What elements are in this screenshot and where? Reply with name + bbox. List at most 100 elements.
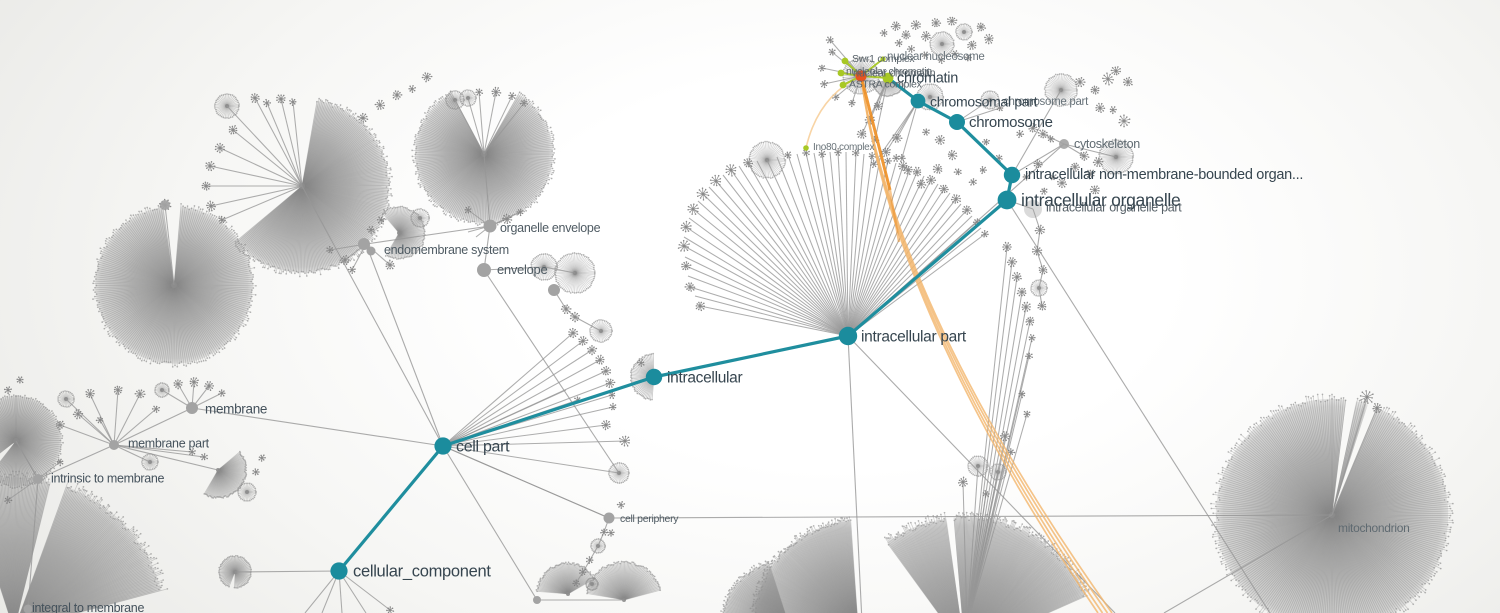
nodes-layer <box>330 56 1021 580</box>
label-cell_part[interactable]: cell part <box>456 439 510 456</box>
leaf-star <box>72 409 84 420</box>
node-cellular_component[interactable] <box>330 562 348 580</box>
label-term-cytoskeleton[interactable]: cytoskeleton <box>1074 137 1141 151</box>
graph-edge <box>442 445 538 601</box>
node-chromosome[interactable] <box>949 114 965 130</box>
leaf-star <box>188 448 196 456</box>
label-astra_complex[interactable]: ASTRA complex <box>849 79 923 91</box>
label-term-mitochondrion[interactable]: mitochondrion <box>1338 521 1410 535</box>
node-nucleosome_focus[interactable] <box>855 70 867 82</box>
node-ino80_complex[interactable] <box>803 145 809 151</box>
label-swr1_complex[interactable]: Swr1 complex <box>852 53 916 65</box>
gray-term-node[interactable] <box>366 246 376 256</box>
label-intracellular_organelle[interactable]: intracellular organelle <box>1021 190 1181 210</box>
node-nucleolar_chromatin[interactable] <box>837 69 845 77</box>
gray-term-node[interactable] <box>186 402 198 414</box>
leaf-star <box>1075 76 1086 88</box>
leaf-star <box>289 98 297 107</box>
node-chromosomal_part[interactable] <box>910 93 926 109</box>
label-term-nuclear-nucleosome[interactable]: nuclear nucleosome <box>887 51 985 63</box>
gray-term-node[interactable] <box>603 512 615 524</box>
label-term-organelle-envelope[interactable]: organelle envelope <box>500 221 601 235</box>
label-term-membrane[interactable]: membrane <box>205 402 267 417</box>
node-nuclear_nucleosome_node[interactable] <box>880 56 886 62</box>
label-intracellular[interactable]: intracellular <box>667 370 743 387</box>
gray-term-node[interactable] <box>358 238 370 250</box>
leaf-star <box>113 385 123 395</box>
gray-term-node[interactable] <box>477 263 491 277</box>
gray-term-node[interactable] <box>1024 200 1042 218</box>
leaf-star <box>902 165 913 176</box>
gray-term-node[interactable] <box>33 474 43 484</box>
leaf-star <box>600 528 608 536</box>
leaf-star <box>579 568 587 576</box>
gray-term-node[interactable] <box>548 284 560 296</box>
label-term-envelope[interactable]: envelope <box>497 262 548 277</box>
label-cellular_component[interactable]: cellular_component <box>353 563 492 581</box>
dandelion-cluster <box>929 31 956 57</box>
node-intracellular[interactable] <box>645 368 663 386</box>
leaf-star <box>1018 390 1026 399</box>
label-term-integral-to-membrane[interactable]: integral to membrane <box>32 601 145 613</box>
dandelion-cluster <box>530 253 559 281</box>
graph-edge <box>847 335 863 613</box>
label-nucleolar_chromatin[interactable]: nucleolar chromatin <box>846 66 933 78</box>
leaf-star <box>1002 241 1012 253</box>
dandelion-cluster <box>0 470 169 613</box>
node-cell_part[interactable] <box>434 437 452 455</box>
label-intracellular_part[interactable]: intracellular part <box>861 329 967 346</box>
leaf-star <box>981 138 990 146</box>
leaf-star <box>1102 72 1114 86</box>
leaf-star <box>984 33 994 45</box>
label-term-cell-periphery[interactable]: cell periphery <box>620 513 680 525</box>
label-chromosome[interactable]: chromosome <box>969 114 1053 131</box>
leaf-star <box>568 327 579 339</box>
leaf-star <box>964 54 972 62</box>
label-term-membrane-part[interactable]: membrane part <box>128 437 210 451</box>
leaf-star <box>870 160 879 169</box>
label-intracellular_nmb_organelle[interactable]: intracellular non-membrane-bounded organ… <box>1025 167 1303 183</box>
node-intracellular_part[interactable] <box>838 326 858 346</box>
leaf-star <box>1079 151 1090 161</box>
leaf-star <box>938 184 949 194</box>
leaf-star <box>262 98 272 108</box>
gray-term-node[interactable] <box>533 596 541 604</box>
gray-term-node[interactable] <box>1059 139 1069 149</box>
label-term-endomembrane-system[interactable]: endomembrane system <box>384 243 509 257</box>
leaf-star <box>743 158 754 168</box>
dandelion-cluster <box>411 90 556 227</box>
cluster-fans-layer <box>0 23 1454 613</box>
leaf-star <box>601 420 611 431</box>
leaf-star <box>578 335 589 346</box>
label-chromosomal_part[interactable]: chromosomal part <box>930 94 1038 110</box>
gray-term-node[interactable] <box>160 200 170 210</box>
label-chromatin[interactable]: chromatin <box>897 71 958 87</box>
leaf-star <box>968 178 977 186</box>
label-term-chromosome-part[interactable]: chromosome part <box>1003 96 1089 108</box>
leaf-star <box>868 151 877 160</box>
graph-edge <box>1063 143 1117 158</box>
leaf-star <box>3 386 12 395</box>
node-swr1_complex[interactable] <box>841 57 849 65</box>
gray-term-node[interactable] <box>483 219 497 233</box>
node-intracellular_organelle[interactable] <box>997 190 1017 210</box>
label-term-intracellular-organelle-part[interactable]: intracellular organelle part <box>1046 201 1183 215</box>
label-term-nuclear-chromatin[interactable]: nuclear chromatin <box>853 68 936 80</box>
leaf-star <box>258 454 266 462</box>
leaf-star <box>586 556 594 565</box>
leaf-star <box>218 215 226 224</box>
node-intracellular_nmb_organelle[interactable] <box>1003 166 1021 184</box>
selected-path-edge <box>846 198 1009 338</box>
gray-term-node[interactable] <box>23 604 33 613</box>
leaf-star <box>677 239 690 252</box>
label-term-intrinsic-to-membrane[interactable]: intrinsic to membrane <box>51 472 165 486</box>
node-chromatin[interactable] <box>882 72 894 84</box>
dandelion-cluster <box>607 462 630 484</box>
node-astra_complex[interactable] <box>839 81 847 89</box>
label-ino80_complex[interactable]: Ino80 complex <box>813 142 875 153</box>
gray-term-node[interactable] <box>109 440 119 450</box>
leaf-star <box>1016 129 1025 139</box>
leaf-star <box>204 381 215 392</box>
